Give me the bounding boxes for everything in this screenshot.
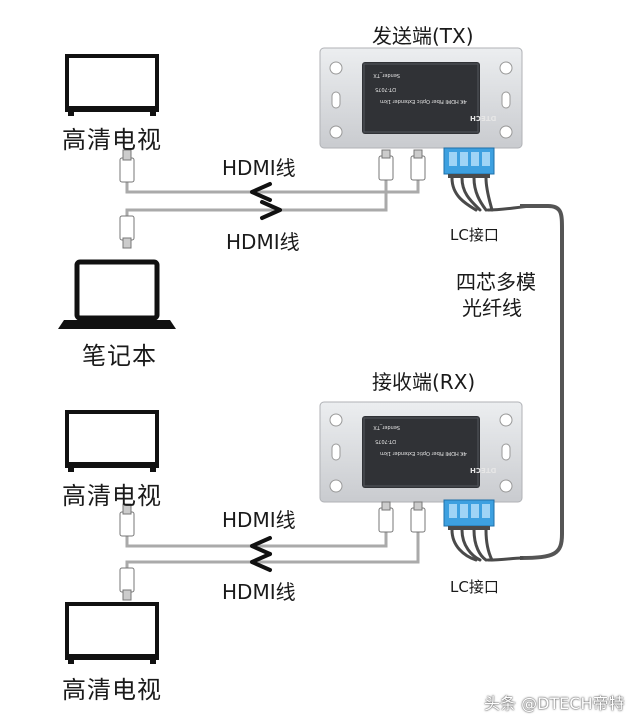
hdmi-label-1: HDMI线 <box>222 156 296 180</box>
rx-plate-line2: DT-7075 <box>375 438 396 444</box>
tx-plate-line2: DT-7075 <box>375 86 396 92</box>
hdmi-cables-top <box>125 176 420 228</box>
rx-lc-port <box>443 499 495 530</box>
fiber-label-line1: 四芯多模 <box>456 270 536 294</box>
rx-port-label: LC接口 <box>450 578 499 596</box>
rx-plate-line1: 4K HDMI Fiber Optic Extender 1km <box>380 450 467 456</box>
tv-label-3: 高清电视 <box>62 676 162 704</box>
tv-label-1: 高清电视 <box>62 126 162 154</box>
tv-icon-2 <box>65 410 159 472</box>
laptop-icon <box>58 259 176 329</box>
tx-extender-box <box>319 47 523 149</box>
tv-label-2: 高清电视 <box>62 482 162 510</box>
hdmi-label-3: HDMI线 <box>222 508 296 532</box>
hdmi-cables-bottom <box>125 530 420 580</box>
hdmi-plugs-bottom <box>119 501 426 601</box>
hdmi-label-2: HDMI线 <box>226 230 300 254</box>
arrows-top <box>250 182 282 220</box>
tx-title: 发送端(TX) <box>372 24 474 48</box>
tx-plate-line1: 4K HDMI Fiber Optic Extender 1km <box>380 98 467 104</box>
tx-lc-port <box>443 147 495 178</box>
watermark: 头条 @DTECH帝特 <box>484 694 625 713</box>
fiber-cable <box>519 204 564 560</box>
tx-port-label: LC接口 <box>450 226 499 244</box>
laptop-label: 笔记本 <box>82 342 157 370</box>
fiber-label-line2: 光纤线 <box>462 296 522 320</box>
hdmi-label-4: HDMI线 <box>222 580 296 604</box>
rx-fiber-fan <box>450 528 524 562</box>
tv-icon-3 <box>65 602 159 664</box>
tx-plate-brand: DTECH <box>470 114 497 122</box>
tv-icon-1 <box>65 54 159 116</box>
hdmi-plugs-top <box>119 149 426 249</box>
rx-plate-line3: Sender_TX <box>373 424 400 430</box>
arrows-bottom <box>250 536 272 572</box>
tx-plate-line3: Sender_TX <box>373 72 400 78</box>
rx-title: 接收端(RX) <box>372 370 476 394</box>
rx-plate-brand: DTECH <box>470 466 497 474</box>
